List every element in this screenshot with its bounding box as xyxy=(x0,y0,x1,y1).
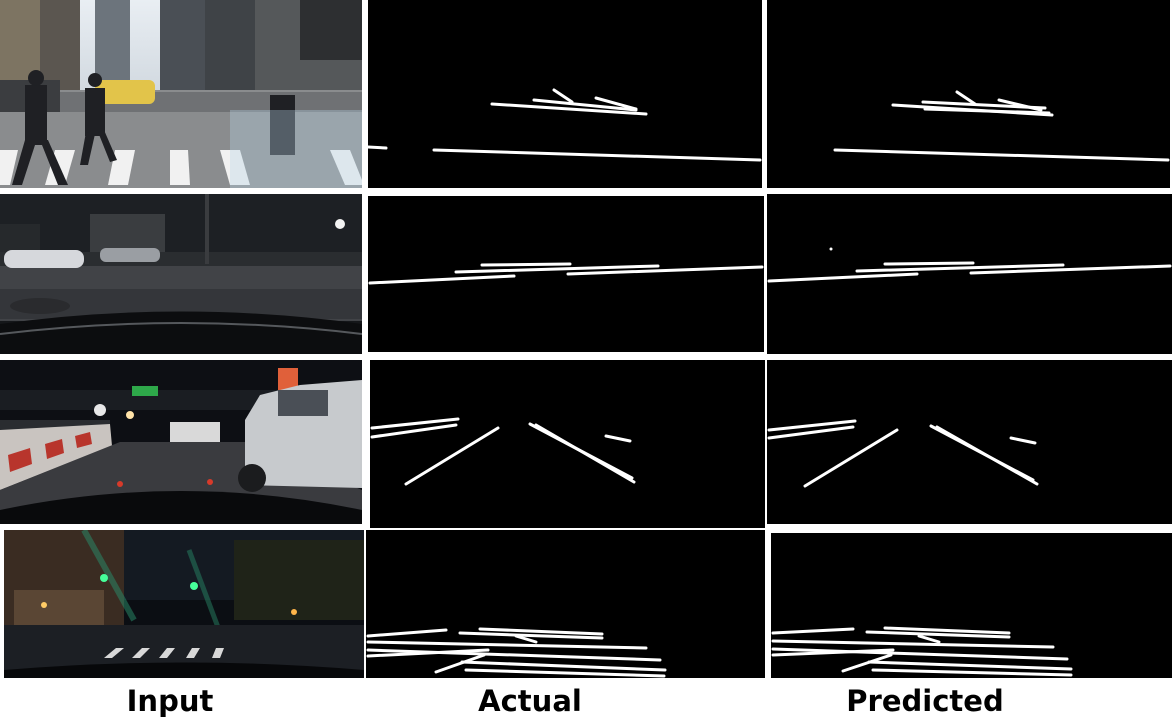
predicted-mask-row-3 xyxy=(767,360,1172,524)
actual-mask-row-3 xyxy=(370,360,765,528)
predicted-mask-row-1 xyxy=(767,0,1170,188)
column-label-actual: Actual xyxy=(478,684,582,718)
predicted-mask-row-4 xyxy=(771,533,1172,678)
input-photo-row-3 xyxy=(0,360,362,524)
frame-divider xyxy=(768,533,770,678)
column-label-input: Input xyxy=(126,684,214,718)
input-photo-row-4 xyxy=(4,530,364,678)
predicted-mask-row-2 xyxy=(767,194,1172,354)
actual-mask-row-2 xyxy=(368,196,764,352)
actual-mask-row-4 xyxy=(366,530,765,678)
actual-mask-row-1 xyxy=(368,0,762,188)
column-label-predicted: Predicted xyxy=(846,684,1004,718)
input-photo-row-1 xyxy=(0,0,362,188)
input-photo-row-2 xyxy=(0,194,362,354)
